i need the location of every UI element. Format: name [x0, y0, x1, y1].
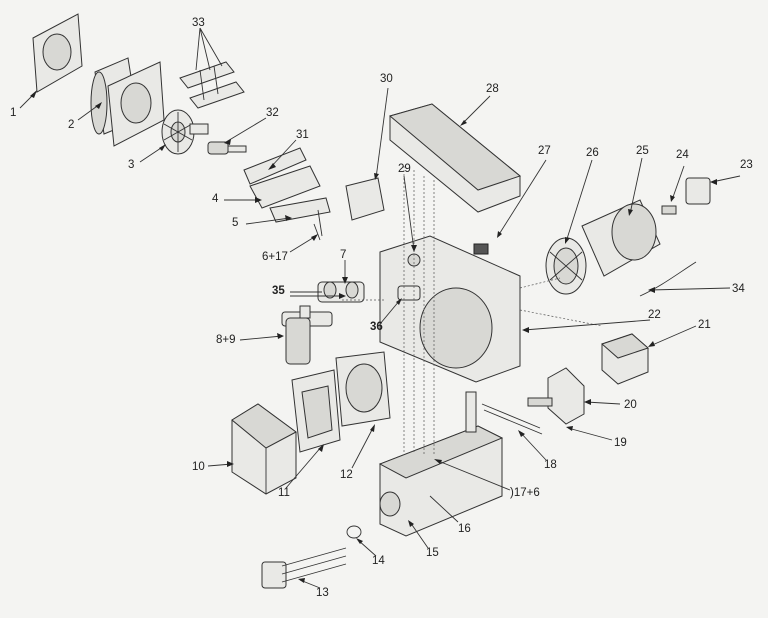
- part-2-blast-tube: [90, 57, 165, 147]
- part-12-fan-plate: [335, 351, 391, 427]
- part-32-nozzle: [207, 141, 247, 155]
- callout-13: 13: [316, 587, 329, 599]
- callout-10: 10: [192, 461, 205, 473]
- leader-lines: [19, 27, 741, 589]
- part-21-22-control-box: [601, 333, 649, 385]
- callout-18: 18: [544, 459, 557, 471]
- callout-28: 28: [486, 83, 499, 95]
- part-30-photocell: [345, 177, 385, 221]
- callout-25: 25: [636, 145, 649, 157]
- callout-14: 14: [372, 555, 385, 567]
- callout-30: 30: [380, 73, 393, 85]
- callout-3: 3: [128, 159, 135, 171]
- callout-12: 12: [340, 469, 353, 481]
- callout-8-9: 8+9: [216, 334, 236, 346]
- callout-1: 1: [10, 107, 17, 119]
- part-18-19-hose: [481, 403, 543, 435]
- part-20-transformer: [527, 367, 585, 425]
- callout-22: 22: [648, 309, 661, 321]
- part-31-nozzle-holder: [243, 147, 331, 241]
- callout-29: 29: [398, 163, 411, 175]
- callout-7: 7: [340, 249, 347, 261]
- callout-35: 35: [272, 285, 285, 297]
- callout-5: 5: [232, 217, 239, 229]
- callout-20: 20: [624, 399, 637, 411]
- part-35-solenoid-valves: [317, 281, 365, 303]
- part-23-24-switch: [661, 177, 711, 215]
- callout-16: 16: [458, 523, 471, 535]
- part-16-preheater-housing: [378, 391, 504, 537]
- part-14-o-ring: [346, 525, 362, 539]
- callout-2: 2: [68, 119, 75, 131]
- callout-23: 23: [740, 159, 753, 171]
- callout-36: 36: [370, 321, 383, 333]
- part-11-gasket-frame: [291, 369, 341, 453]
- callout-15: 15: [426, 547, 439, 559]
- part-34-cable: [639, 261, 697, 297]
- part-8-9-pump: [281, 305, 333, 365]
- callout-6-17: 6+17: [262, 251, 288, 263]
- part-3-diffuser-head: [161, 109, 209, 155]
- callout-33: 33: [192, 17, 205, 29]
- part-25-motor: [581, 199, 661, 277]
- callout-4: 4: [212, 193, 219, 205]
- callout-26: 26: [586, 147, 599, 159]
- part-33-electrodes: [179, 61, 245, 109]
- part-27-29-main-body: [379, 235, 521, 383]
- callout-34: 34: [732, 283, 745, 295]
- part-1-flange-plate: [32, 13, 83, 93]
- callout-31: 31: [296, 129, 309, 141]
- part-28-top-housing: [388, 103, 522, 213]
- callout-24: 24: [676, 149, 689, 161]
- callout-17-6: )17+6: [510, 487, 540, 499]
- assembly-guide-lines: [340, 166, 603, 456]
- part-10-cover: [231, 403, 297, 495]
- part-13-heater-element: [261, 547, 347, 589]
- callout-11: 11: [278, 487, 290, 499]
- callout-21: 21: [698, 319, 711, 331]
- callout-19: 19: [614, 437, 627, 449]
- part-26-fan-wheel: [545, 237, 587, 295]
- callout-27: 27: [538, 145, 551, 157]
- callout-32: 32: [266, 107, 279, 119]
